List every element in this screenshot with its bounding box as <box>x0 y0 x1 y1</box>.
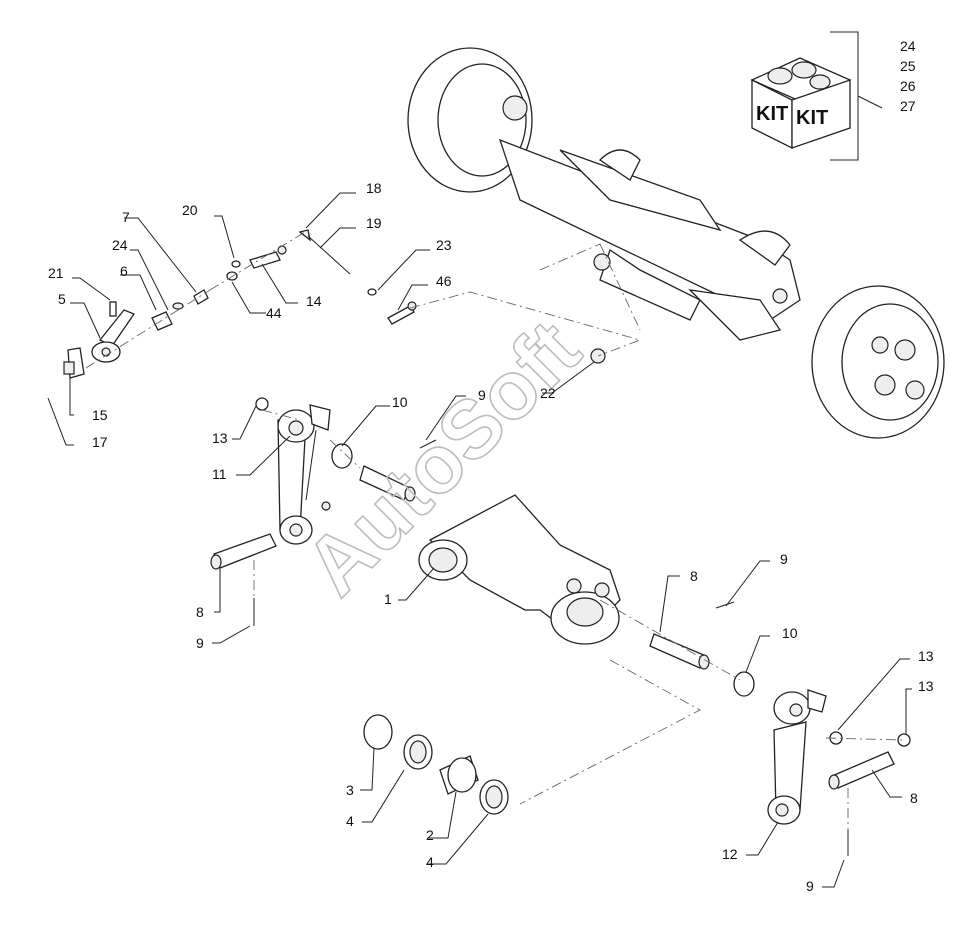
callout-8-right: 8 <box>910 790 918 806</box>
cylinder-11 <box>277 404 331 545</box>
kit-item-3: 26 <box>900 78 916 94</box>
callout-9-left: 9 <box>196 635 204 651</box>
pins <box>210 465 895 790</box>
callout-18: 18 <box>366 180 382 196</box>
callout-8-left: 8 <box>196 604 204 620</box>
leader-lines <box>47 192 912 888</box>
callout-21: 21 <box>48 265 64 281</box>
callout-46: 46 <box>436 273 452 289</box>
assembly-lines <box>85 231 905 830</box>
callout-15: 15 <box>92 407 108 423</box>
callout-6: 6 <box>120 263 128 279</box>
callout-13-right-b: 13 <box>918 678 934 694</box>
callout-44: 44 <box>266 305 282 321</box>
kit-bracket <box>830 31 883 161</box>
callout-20: 20 <box>182 202 198 218</box>
callout-labels: 18 19 20 7 24 6 21 5 44 14 23 46 15 17 2… <box>48 180 934 894</box>
axle-assembly <box>407 47 945 439</box>
callout-10-lower: 10 <box>782 625 798 641</box>
callout-19: 19 <box>366 215 382 231</box>
callout-4-lower: 4 <box>426 854 434 870</box>
kit-item-4: 27 <box>900 98 916 114</box>
kit-item-1: 24 <box>900 38 916 54</box>
small-parts-group <box>63 229 606 379</box>
callout-22: 22 <box>540 385 556 401</box>
callout-9-bottom: 9 <box>806 878 814 894</box>
callout-3: 3 <box>346 782 354 798</box>
callout-4-upper: 4 <box>346 813 354 829</box>
cylinder-12 <box>767 689 827 825</box>
callout-13-left: 13 <box>212 430 228 446</box>
callout-5: 5 <box>58 291 66 307</box>
callout-24: 24 <box>112 237 128 253</box>
callout-1: 1 <box>384 591 392 607</box>
callout-17: 17 <box>92 434 108 450</box>
callout-13-right-a: 13 <box>918 648 934 664</box>
callout-14: 14 <box>306 293 322 309</box>
kit-box-icon: KIT KIT <box>750 57 852 150</box>
kit-item-2: 25 <box>900 58 916 74</box>
kit-label-left: KIT <box>756 103 788 125</box>
callout-11: 11 <box>212 466 227 482</box>
callout-23: 23 <box>436 237 452 253</box>
callout-2: 2 <box>426 827 434 843</box>
main-bracket <box>418 494 621 645</box>
callout-9-upper: 9 <box>478 387 486 403</box>
kit-label-right: KIT <box>796 107 828 129</box>
callout-9-middle: 9 <box>780 551 788 567</box>
callout-12: 12 <box>722 846 738 862</box>
callout-7: 7 <box>122 209 130 225</box>
callout-10-upper: 10 <box>392 394 408 410</box>
callout-8-middle: 8 <box>690 568 698 584</box>
